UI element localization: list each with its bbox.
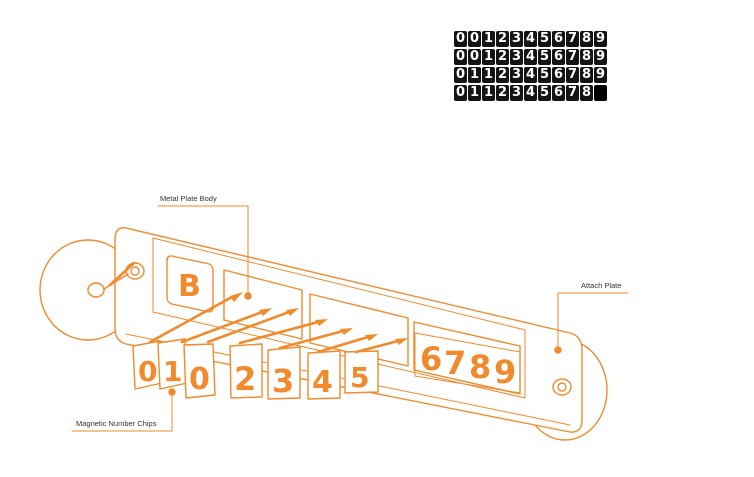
digit-chip: 8 xyxy=(580,49,593,65)
digit-chip: 3 xyxy=(510,49,523,65)
digit-chip: 5 xyxy=(538,31,551,47)
digit-chip: 8 xyxy=(580,67,593,83)
label-metal-plate-body: Metal Plate Body xyxy=(160,194,217,203)
callout-line-attach-plate xyxy=(557,292,629,349)
plate-logo: B xyxy=(178,269,201,304)
digit-chip: 4 xyxy=(524,31,537,47)
digit-chip: 0 xyxy=(468,49,481,65)
digit-chip: 4 xyxy=(524,85,537,101)
loose-chip-digit: 0 xyxy=(189,362,210,397)
digit-chip: 2 xyxy=(496,49,509,65)
digit-chip: 1 xyxy=(482,85,495,101)
callout-line-magnetic-chips xyxy=(71,391,173,432)
fixed-digit: 8 xyxy=(469,348,491,386)
fixed-chip-box xyxy=(414,332,521,394)
digit-chip: 2 xyxy=(496,85,509,101)
digit-chip: 3 xyxy=(510,31,523,47)
digit-chip: 7 xyxy=(566,31,579,47)
loose-chip-digit: 5 xyxy=(350,361,369,394)
loose-chip-4 xyxy=(267,346,301,400)
digit-chip: 0 xyxy=(468,31,481,47)
insertion-arrows xyxy=(148,295,400,354)
slot-window-2 xyxy=(309,293,409,367)
digit-chip: 7 xyxy=(566,85,579,101)
loose-chip-digit: 0 xyxy=(138,355,157,388)
digit-chip: 3 xyxy=(510,67,523,83)
loose-chip-3 xyxy=(229,343,263,399)
label-attach-plate: Attach Plate xyxy=(581,281,621,290)
loose-chip-digit: 1 xyxy=(163,355,182,388)
loose-chip-digit: 2 xyxy=(234,360,256,398)
digit-chip: 1 xyxy=(482,49,495,65)
digit-chip: 9 xyxy=(594,31,607,47)
loose-chip-5 xyxy=(307,350,341,400)
fixed-digit: 7 xyxy=(444,344,466,382)
digit-chip: 5 xyxy=(538,85,551,101)
fixed-digit: 6 xyxy=(420,340,442,378)
digit-chip: 8 xyxy=(580,31,593,47)
digit-chip: 1 xyxy=(482,67,495,83)
digit-chip: 6 xyxy=(552,85,565,101)
digit-chip: 2 xyxy=(496,67,509,83)
slot-window-1 xyxy=(223,269,303,340)
digit-chip: 1 xyxy=(482,31,495,47)
digit-chip: 6 xyxy=(552,49,565,65)
digit-chip: 0 xyxy=(454,49,467,65)
digit-chip: 5 xyxy=(538,49,551,65)
loose-chip-digits: 0 1 0 2 3 4 5 xyxy=(138,355,369,400)
logo-box xyxy=(166,255,214,313)
loose-chip-6 xyxy=(344,350,379,394)
digit-chip: 4 xyxy=(524,49,537,65)
inner-panel xyxy=(152,237,526,399)
digit-chip: 6 xyxy=(552,67,565,83)
fixed-digit: 9 xyxy=(494,353,516,391)
digit-chip: 9 xyxy=(594,67,607,83)
digit-chip: 3 xyxy=(510,85,523,101)
digit-chip: 2 xyxy=(496,31,509,47)
digit-chip: 8 xyxy=(580,85,593,101)
digit-chip: 5 xyxy=(538,67,551,83)
digit-chip: 6 xyxy=(552,31,565,47)
digit-chip xyxy=(594,85,607,101)
digit-chip: 0 xyxy=(454,31,467,47)
loose-chip-digit: 3 xyxy=(272,362,294,400)
digit-chip: 7 xyxy=(566,67,579,83)
digit-chip: 1 xyxy=(468,67,481,83)
label-magnetic-chips: Magnetic Number Chips xyxy=(76,419,157,428)
right-mount-hole xyxy=(552,378,572,396)
digit-chip: 7 xyxy=(566,49,579,65)
loose-chip-digit: 4 xyxy=(312,365,333,400)
digit-chip: 9 xyxy=(594,49,607,65)
callout-line-metal-plate xyxy=(157,205,249,295)
digit-chip: 1 xyxy=(468,85,481,101)
digit-chip: 4 xyxy=(524,67,537,83)
slot-window-3 xyxy=(413,321,521,395)
digit-chip: 0 xyxy=(454,85,467,101)
loose-chip-2 xyxy=(183,343,216,399)
digit-chip: 0 xyxy=(454,67,467,83)
fixed-plate-digits: 6 7 8 9 xyxy=(420,340,516,391)
